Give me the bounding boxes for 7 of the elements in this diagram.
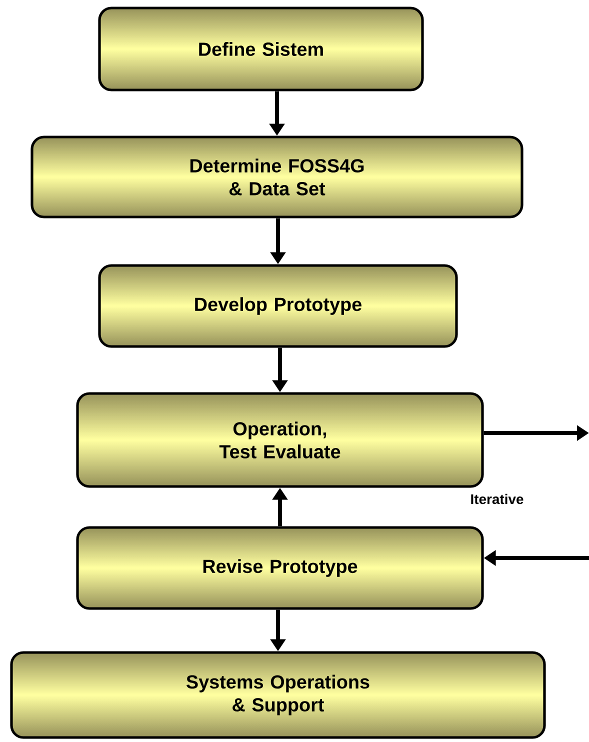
process-box: Systems Operations & Support (10, 651, 546, 739)
process-box: Develop Prototype (98, 264, 458, 348)
process-box: Revise Prototype (76, 526, 484, 610)
process-box: Define Sistem (98, 6, 424, 92)
process-box: Operation, Test Evaluate (76, 392, 484, 488)
note-text: Iterative (471, 494, 524, 504)
process-box: Determine FOSS4G & Data Set (30, 136, 524, 218)
